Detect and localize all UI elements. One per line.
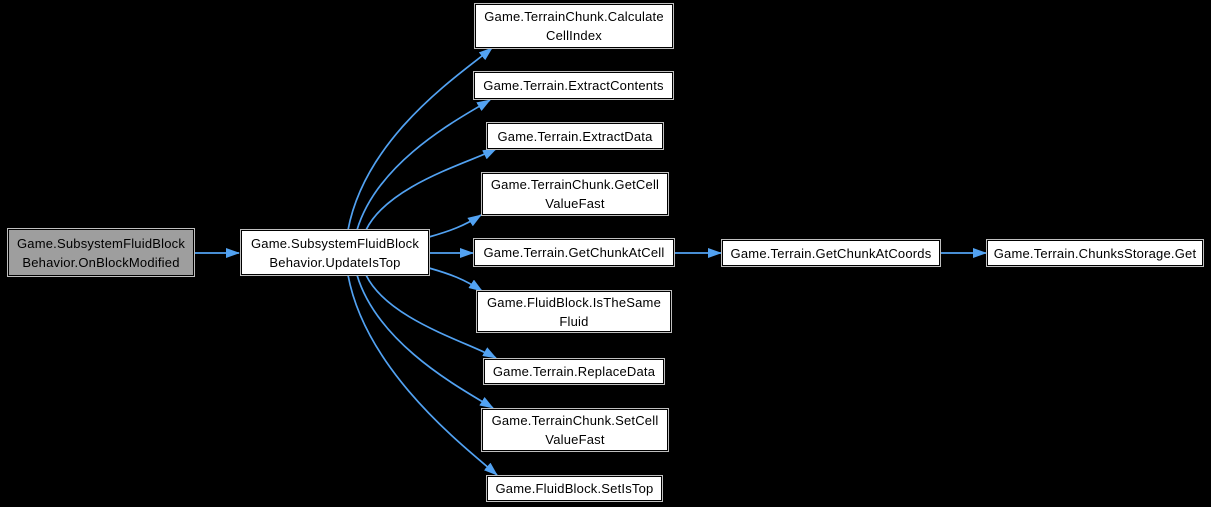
edge-updateistop-extractcontents — [356, 99, 491, 231]
node-label: Game.FluidBlock.IsTheSame Fluid — [486, 294, 662, 329]
node-label: Game.Terrain.ExtractContents — [483, 78, 664, 93]
node-label: Game.TerrainChunk.SetCell ValueFast — [491, 413, 659, 447]
node-updateistop[interactable]: Game.SubsystemFluidBlock Behavior.Update… — [241, 230, 429, 275]
node-extractdata[interactable]: Game.Terrain.ExtractData — [487, 123, 663, 149]
edge-updateistop-getcellvaluefast — [428, 214, 482, 238]
node-label: Game.FluidBlock.SetIsTop — [495, 481, 654, 496]
node-setcellvaluefast[interactable]: Game.TerrainChunk.SetCell ValueFast — [482, 409, 668, 451]
node-label: Game.Terrain.GetChunkAtCoords — [730, 245, 932, 261]
node-chunksstorageget[interactable]: Game.Terrain.ChunksStorage.Get — [987, 240, 1203, 266]
edge-updateistop-setistop — [347, 274, 498, 476]
node-replacedata[interactable]: Game.Terrain.ReplaceData — [484, 359, 664, 384]
node-label: Game.Terrain.GetChunkAtCell — [483, 245, 665, 260]
node-getcellvaluefast[interactable]: Game.TerrainChunk.GetCell ValueFast — [482, 173, 668, 215]
node-onblockmodified[interactable]: Game.SubsystemFluidBlock Behavior.OnBloc… — [8, 229, 194, 276]
node-label: Game.Terrain.ExtractData — [497, 128, 653, 144]
node-label: Game.TerrainChunk.Calculate CellIndex — [484, 9, 664, 43]
node-label: Game.SubsystemFluidBlock Behavior.OnBloc… — [16, 235, 186, 270]
node-label: Game.SubsystemFluidBlock Behavior.Update… — [250, 235, 420, 270]
edge-updateistop-extractdata — [365, 148, 497, 231]
edge-updateistop-setcellvaluefast — [356, 274, 494, 409]
node-extractcontents[interactable]: Game.Terrain.ExtractContents — [474, 72, 673, 99]
node-calculatecellindex[interactable]: Game.TerrainChunk.Calculate CellIndex — [475, 4, 673, 48]
node-label: Game.TerrainChunk.GetCell ValueFast — [490, 177, 660, 211]
edge-updateistop-replacedata — [365, 274, 497, 359]
node-getchunkatcell[interactable]: Game.Terrain.GetChunkAtCell — [474, 239, 674, 266]
node-setistop[interactable]: Game.FluidBlock.SetIsTop — [487, 476, 662, 501]
node-label: Game.Terrain.ReplaceData — [492, 364, 656, 379]
edge-updateistop-calculatecellindex — [347, 47, 493, 231]
edge-updateistop-isthesamefluid — [428, 267, 483, 292]
node-isthesamefluid[interactable]: Game.FluidBlock.IsTheSame Fluid — [477, 291, 671, 332]
node-getchunkatcoords[interactable]: Game.Terrain.GetChunkAtCoords — [722, 240, 940, 266]
node-label: Game.Terrain.ChunksStorage.Get — [993, 245, 1197, 261]
